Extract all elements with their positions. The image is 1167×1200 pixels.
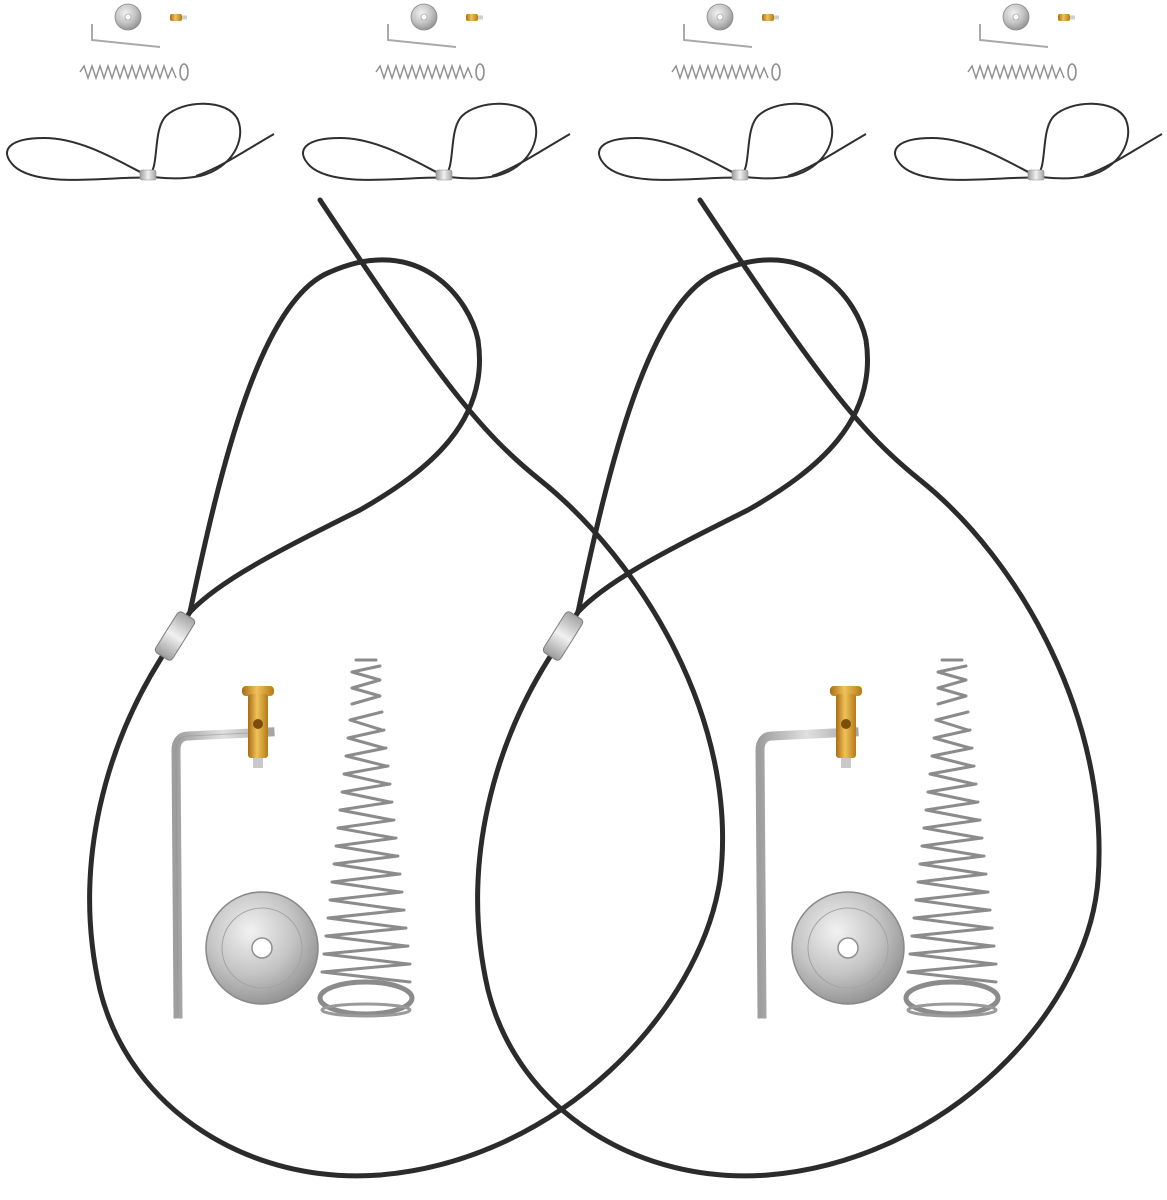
large-kit-1 — [87, 197, 726, 1179]
small-kit-3 — [597, 3, 867, 181]
cable-upper-loop — [575, 257, 870, 615]
brass-pin — [830, 686, 862, 768]
small-kit-2 — [301, 3, 571, 181]
allen-key — [755, 727, 859, 1019]
ferrule — [154, 611, 196, 661]
cable-loop — [87, 197, 726, 1179]
cable-upper-loop — [187, 257, 482, 615]
small-kit-1 — [5, 3, 276, 181]
washer — [791, 891, 905, 1005]
small-kit-4 — [893, 3, 1163, 181]
brass-pin — [242, 686, 274, 768]
ferrule — [542, 611, 584, 661]
spring — [903, 658, 1001, 1018]
washer — [205, 891, 319, 1005]
cable-loop — [475, 197, 1102, 1179]
spring — [317, 658, 415, 1018]
large-kit-2 — [475, 197, 1102, 1179]
